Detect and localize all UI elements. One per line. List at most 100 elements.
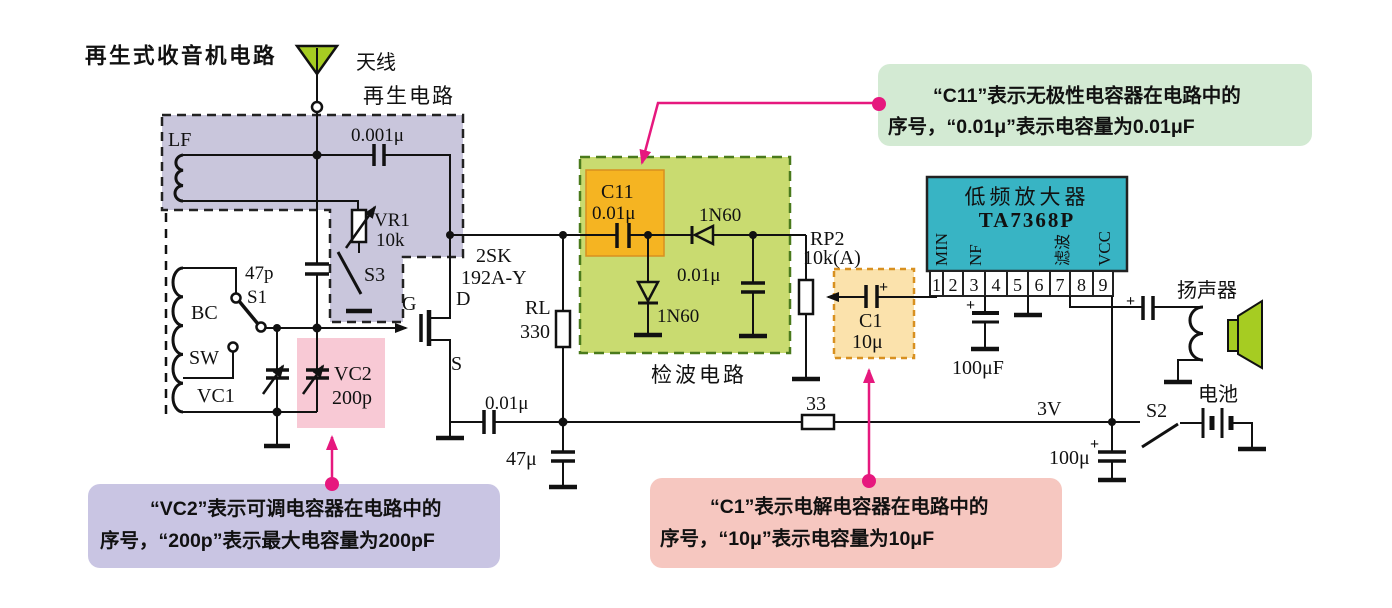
detector-label: 检波电路 — [651, 363, 747, 387]
cap-100u — [1098, 450, 1126, 463]
vc1-capacitor — [261, 364, 289, 395]
rp2-label: RP2 — [810, 228, 844, 250]
sw-label: SW — [189, 347, 219, 369]
c11-capacitor — [615, 223, 631, 248]
callouts — [88, 64, 1312, 568]
diode-1n60-shunt — [635, 280, 661, 305]
junction-dots — [272, 150, 1116, 427]
c100uf-plus: + — [966, 297, 975, 314]
callout-c1-line2: 序号，“10μ”表示电容量为10μF — [660, 527, 934, 550]
diode-1n60-series — [690, 223, 715, 247]
svg-text:6: 6 — [1035, 275, 1044, 295]
s2-switch — [1141, 422, 1179, 449]
c47p-label: 47p — [245, 263, 274, 284]
cap-47p — [305, 262, 329, 276]
svg-text:7: 7 — [1056, 275, 1065, 295]
svg-text:8: 8 — [1077, 275, 1086, 295]
labels: 再生式收音机电路 天线 再生电路 LF 0.001μ VR1 10k S3 47… — [85, 43, 1241, 552]
d1-label: 1N60 — [699, 205, 741, 226]
svg-text:1: 1 — [932, 275, 941, 295]
r33-label: 33 — [806, 393, 826, 415]
callout-vc2-line2: 序号，“200p”表示最大电容量为200pF — [100, 529, 435, 552]
battery-label: 电池 — [1198, 383, 1238, 406]
s3-label: S3 — [364, 264, 385, 286]
ic-pin-label-nf: NF — [966, 244, 985, 266]
symbols — [171, 44, 1266, 490]
callout-c11-line1: “C11”表示无极性电容器在电路中的 — [933, 84, 1241, 107]
ic-name: 低频放大器 — [965, 185, 1090, 209]
ic-pin-numbers: 1 2 3 4 5 6 7 8 9 — [932, 275, 1108, 295]
jfet-2sk192 — [419, 310, 432, 346]
callout-c1-line1: “C1”表示电解电容器在电路中的 — [710, 495, 988, 518]
ic-pin-cells — [929, 270, 1114, 297]
source-label: S — [451, 353, 462, 375]
gate-label: G — [402, 293, 416, 315]
svg-text:4: 4 — [992, 275, 1001, 295]
speaker-icon — [1188, 299, 1263, 370]
vr1-label: VR1 — [374, 210, 410, 231]
bc-label: BC — [191, 302, 218, 324]
page-title: 再生式收音机电路 — [85, 43, 277, 68]
regen-label: 再生电路 — [363, 84, 455, 108]
antenna-terminal — [310, 100, 324, 114]
c1-capacitor — [864, 285, 879, 308]
resistor-33 — [800, 413, 836, 431]
antenna-icon — [294, 44, 340, 114]
drain-label: D — [456, 288, 470, 310]
ic-pin-label-in: MIN — [932, 233, 951, 266]
c47u-label: 47μ — [506, 448, 537, 470]
c1-plus: + — [879, 279, 888, 296]
vc2-label: VC2 — [334, 363, 372, 385]
ic-pin-label-vcc: VCC — [1095, 231, 1114, 266]
d2-label: 1N60 — [657, 306, 699, 327]
rp2-potentiometer — [797, 278, 815, 316]
fet-label-1: 2SK — [476, 245, 512, 267]
vr1-potentiometer — [344, 205, 377, 249]
lf-label: LF — [168, 129, 191, 151]
antenna-label: 天线 — [356, 51, 396, 74]
region-boxes — [160, 113, 1129, 428]
cap-0001u — [372, 144, 386, 166]
rl-resistor — [554, 309, 572, 349]
svg-text:3: 3 — [970, 275, 979, 295]
cap-47u — [551, 450, 575, 463]
ic-pin-label-filter: 滤波 — [1054, 234, 1072, 266]
callout-c11-line2: 序号，“0.01μ”表示电容量为0.01μF — [888, 115, 1195, 138]
supply-label: 3V — [1037, 398, 1062, 420]
s1-switch — [230, 292, 267, 333]
output-cap — [1141, 296, 1155, 320]
svg-text:2: 2 — [949, 275, 958, 295]
cap-001u-rail — [482, 410, 496, 434]
callout-c11 — [878, 64, 1312, 146]
c001u-label: 0.01μ — [485, 393, 528, 414]
callout-arrows — [326, 101, 878, 483]
output-cap-plus: + — [1126, 293, 1135, 310]
c100uf-label: 100μF — [952, 357, 1004, 379]
ic-part: TA7368P — [979, 208, 1075, 232]
c1-label: C1 — [859, 310, 882, 332]
cap-100uf — [972, 311, 999, 324]
sw-tap-terminal — [227, 341, 239, 353]
speaker-label: 扬声器 — [1177, 279, 1237, 302]
battery-icon — [1201, 408, 1234, 438]
regen-circuit-box — [160, 113, 465, 324]
fet-label-2: 192A-Y — [461, 267, 527, 289]
c1-highlight-box — [832, 267, 916, 360]
c-regen-label: 0.001μ — [351, 125, 404, 146]
rl-value: 330 — [520, 321, 550, 343]
ic-body — [925, 175, 1129, 273]
svg-text:5: 5 — [1013, 275, 1022, 295]
c11-value: 0.01μ — [592, 203, 635, 224]
callout-dots — [325, 97, 886, 491]
arrow-to-c11 — [639, 101, 878, 165]
tuning-coil — [171, 266, 184, 414]
s1-label: S1 — [247, 287, 267, 308]
s2-label: S2 — [1146, 400, 1167, 422]
callout-vc2 — [88, 484, 500, 568]
c100u-label: 100μ — [1049, 447, 1090, 469]
ground-bars — [264, 312, 1266, 490]
c11-highlight-box — [585, 169, 665, 257]
vr1-value: 10k — [376, 230, 405, 251]
detector-cap — [741, 281, 765, 294]
